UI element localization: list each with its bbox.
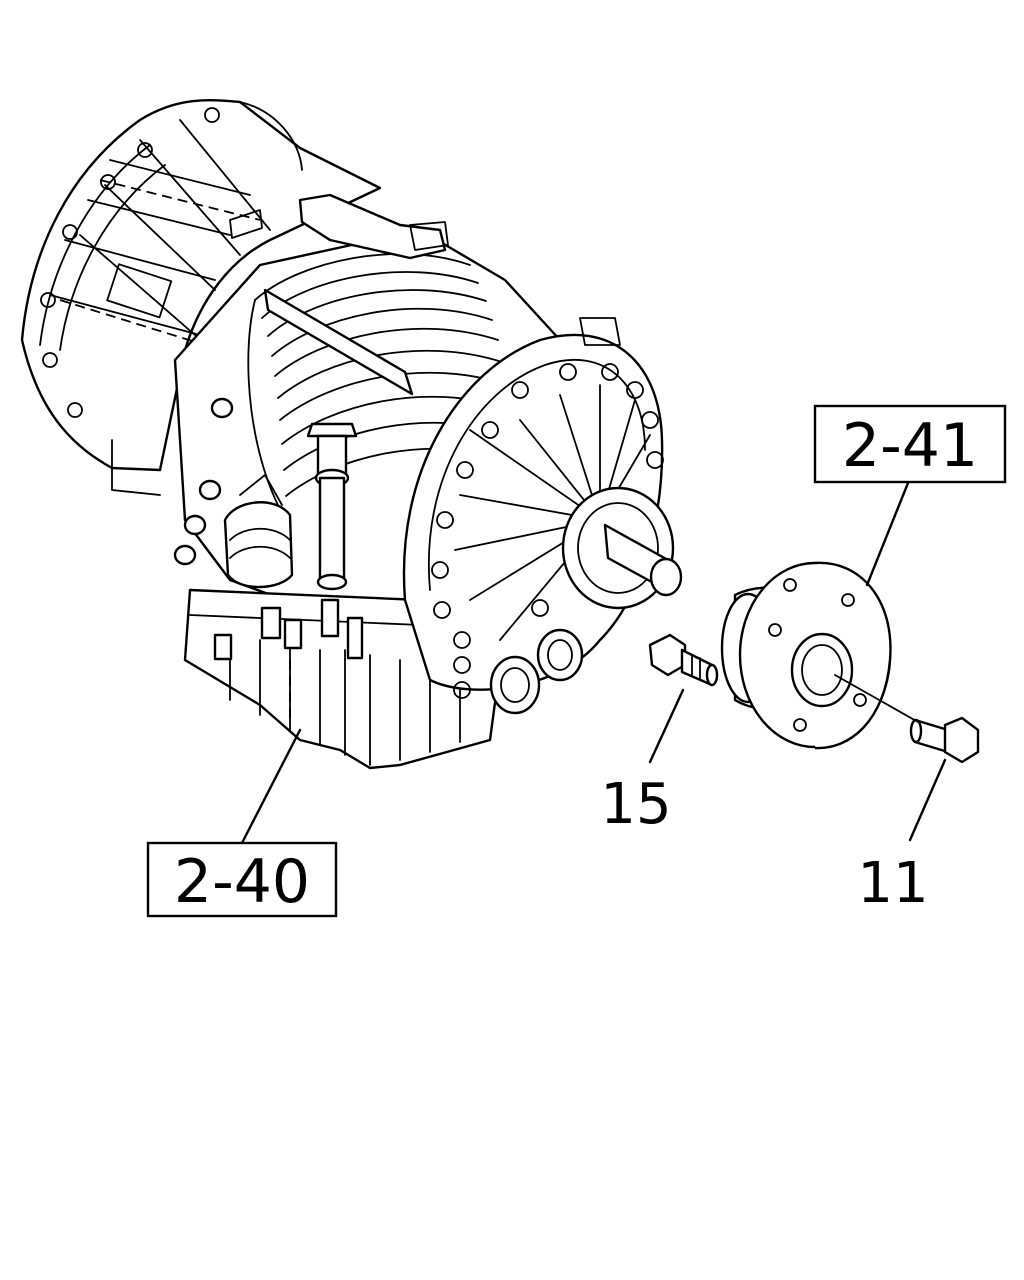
bell-housing [20,99,382,496]
case-bosses [173,397,294,589]
leader-lines [240,481,947,845]
rear-housing-flange [402,221,683,715]
callout-2-41[interactable]: 2-41 [813,404,1007,484]
callout-2-41-label: 2-41 [842,411,978,481]
solenoid-valve [306,422,358,591]
part-number-15: 15 [600,772,671,837]
transmission-assembly[interactable] [20,99,683,770]
bolt-15[interactable] [648,633,719,687]
companion-flange[interactable] [720,561,892,750]
callout-2-40[interactable]: 2-40 [146,841,338,918]
part-number-11: 11 [857,851,928,916]
callout-2-40-label: 2-40 [174,847,310,917]
bolt-11[interactable] [909,716,980,764]
